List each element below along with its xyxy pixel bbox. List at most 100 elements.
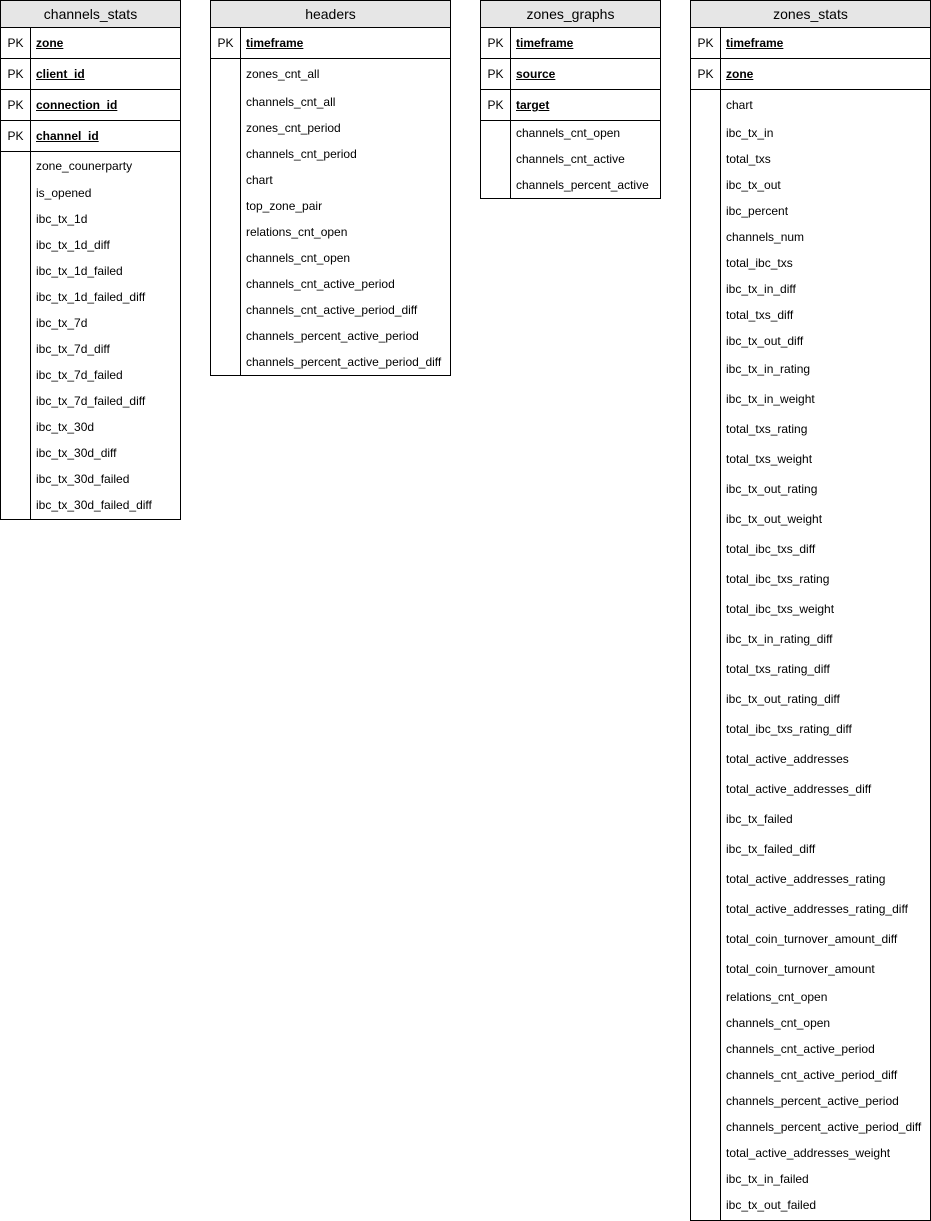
- pk-label: PK: [1, 90, 31, 120]
- column-name: total_ibc_txs_rating_diff: [726, 722, 852, 736]
- column-name: total_coin_turnover_amount_diff: [726, 932, 898, 946]
- column-name: channels_cnt_open: [726, 1016, 831, 1030]
- primary-key-row: PK channel_id: [1, 121, 180, 152]
- pk-label: PK: [691, 28, 721, 58]
- column-name: ibc_percent: [726, 204, 789, 218]
- column-name: ibc_tx_7d_failed: [36, 368, 123, 382]
- column-name: channels_cnt_active: [516, 152, 625, 166]
- column-name: channels_percent_active_period: [246, 329, 419, 343]
- column-name: zones_cnt_period: [246, 121, 341, 135]
- column-name: ibc_tx_failed: [726, 812, 793, 826]
- column-name: relations_cnt_open: [246, 225, 348, 239]
- column-name: is_opened: [36, 186, 92, 200]
- column-name: ibc_tx_out: [726, 178, 781, 192]
- pk-label: PK: [481, 90, 511, 120]
- primary-key-row: PK timeframe: [211, 28, 450, 59]
- pk-label: PK: [691, 59, 721, 89]
- column-name: top_zone_pair: [246, 199, 323, 213]
- column-name: channels_cnt_active_period_diff: [246, 303, 418, 317]
- table-title: channels_stats: [1, 1, 180, 28]
- column-name: total_ibc_txs_diff: [726, 542, 816, 556]
- column-name: chart: [246, 173, 273, 187]
- pk-column-name: client_id: [36, 67, 85, 81]
- column-name: ibc_tx_1d_failed: [36, 264, 123, 278]
- primary-key-row: PK target: [481, 90, 660, 121]
- table-title: headers: [211, 1, 450, 28]
- column-name: ibc_tx_7d: [36, 316, 88, 330]
- column-name: total_coin_turnover_amount: [726, 962, 875, 976]
- primary-key-row: PK zone: [1, 28, 180, 59]
- column-name: ibc_tx_in: [726, 126, 774, 140]
- column-name: channels_percent_active_period_diff: [726, 1120, 922, 1134]
- column-name: ibc_tx_in_diff: [726, 282, 796, 296]
- primary-key-row: PK client_id: [1, 59, 180, 90]
- column-name: channels_cnt_open: [246, 251, 351, 265]
- column-name: zone_counerparty: [36, 159, 133, 173]
- column-name: ibc_tx_30d_diff: [36, 446, 117, 460]
- pk-column-name: zone: [36, 36, 64, 50]
- pk-column-name: channel_id: [36, 129, 99, 143]
- column-name: ibc_tx_in_rating_diff: [726, 632, 833, 646]
- column-name: ibc_tx_7d_diff: [36, 342, 110, 356]
- column-name: total_ibc_txs_rating: [726, 572, 830, 586]
- column-name: total_active_addresses_weight: [726, 1146, 891, 1160]
- primary-key-row: PK connection_id: [1, 90, 180, 121]
- column-name: ibc_tx_out_rating_diff: [726, 692, 840, 706]
- column-name: total_active_addresses_diff: [726, 782, 872, 796]
- column-name: relations_cnt_open: [726, 990, 828, 1004]
- column-name: ibc_tx_in_rating: [726, 362, 811, 376]
- column-name: channels_cnt_all: [246, 95, 336, 109]
- column-name: ibc_tx_out_diff: [726, 334, 804, 348]
- pk-label: PK: [1, 28, 31, 58]
- column-name: total_active_addresses: [726, 752, 849, 766]
- column-name: ibc_tx_out_failed: [726, 1198, 817, 1212]
- pk-label: PK: [1, 121, 31, 151]
- pk-label: PK: [481, 28, 511, 58]
- column-name: total_active_addresses_rating: [726, 872, 886, 886]
- column-name: ibc_tx_30d: [36, 420, 95, 434]
- column-name: zones_cnt_all: [246, 67, 320, 81]
- column-name: channels_cnt_period: [246, 147, 357, 161]
- column-name: total_ibc_txs_weight: [726, 602, 835, 616]
- pk-column-name: source: [516, 67, 556, 81]
- column-name: channels_percent_active_period_diff: [246, 355, 442, 369]
- pk-label: PK: [481, 59, 511, 89]
- column-name: total_txs_weight: [726, 452, 813, 466]
- field-list: chart ibc_tx_in total_txs ibc_tx_out ibc_per…: [691, 90, 930, 1220]
- pk-column-name: target: [516, 98, 550, 112]
- pk-label: PK: [211, 28, 241, 58]
- primary-key-row: PK source: [481, 59, 660, 90]
- column-name: total_txs_rating_diff: [726, 662, 830, 676]
- column-name: total_txs: [726, 152, 771, 166]
- column-name: ibc_tx_out_rating: [726, 482, 818, 496]
- primary-key-row: PK timeframe: [691, 28, 930, 59]
- pk-column-name: connection_id: [36, 98, 118, 112]
- column-name: ibc_tx_1d: [36, 212, 88, 226]
- field-list: zones_cnt_all channels_cnt_all zones_cnt_p…: [211, 59, 450, 375]
- column-name: channels_percent_active: [516, 178, 649, 192]
- column-name: total_txs_rating: [726, 422, 808, 436]
- pk-column-name: timeframe: [726, 36, 784, 50]
- column-name: channels_percent_active_period: [726, 1094, 899, 1108]
- column-name: ibc_tx_30d_failed_diff: [36, 498, 152, 512]
- column-name: total_active_addresses_rating_diff: [726, 902, 908, 916]
- column-name: channels_cnt_active_period: [246, 277, 395, 291]
- column-name: channels_cnt_active_period: [726, 1042, 875, 1056]
- table-title: zones_graphs: [481, 1, 660, 28]
- pk-label: PK: [1, 59, 31, 89]
- column-name: total_txs_diff: [726, 308, 794, 322]
- column-name: channels_cnt_active_period_diff: [726, 1068, 898, 1082]
- column-name: ibc_tx_in_weight: [726, 392, 815, 406]
- pk-column-name: timeframe: [246, 36, 304, 50]
- column-name: ibc_tx_out_weight: [726, 512, 823, 526]
- column-name: channels_cnt_open: [516, 126, 621, 140]
- column-name: ibc_tx_in_failed: [726, 1172, 809, 1186]
- column-name: chart: [726, 98, 753, 112]
